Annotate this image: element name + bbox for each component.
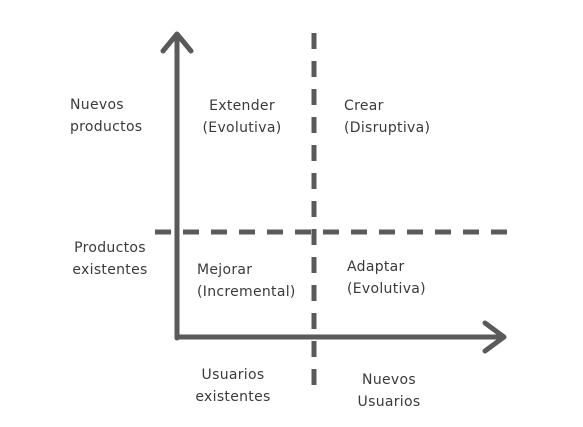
y-axis-arrowhead xyxy=(160,31,194,54)
quadrant-bottom-right-title: Adaptar xyxy=(347,259,405,275)
quadrant-top-left-subtitle: (Evolutiva) xyxy=(202,120,282,136)
y-label-new-products-line1: Nuevos xyxy=(70,97,124,113)
quadrant-bottom-left-subtitle: (Incremental) xyxy=(197,284,296,300)
quadrant-top-left-title: Extender xyxy=(209,98,275,114)
y-label-existing-products: Productos existentes xyxy=(70,237,150,281)
quadrant-top-right-title: Crear xyxy=(344,98,384,114)
quadrant-top-right: Crear (Disruptiva) xyxy=(344,95,430,139)
x-label-existing-users-line1: Usuarios xyxy=(201,367,265,383)
x-axis-arrowhead xyxy=(482,320,507,354)
x-label-existing-users-line2: existentes xyxy=(195,389,271,405)
y-label-new-products-line2: productos xyxy=(70,119,143,135)
quadrant-bottom-left: Mejorar (Incremental) xyxy=(197,259,296,303)
x-label-new-users-line2: Usuarios xyxy=(357,394,421,410)
x-label-existing-users: Usuarios existentes xyxy=(188,364,278,408)
quadrant-bottom-right: Adaptar (Evolutiva) xyxy=(347,256,426,300)
x-label-new-users: Nuevos Usuarios xyxy=(344,369,434,413)
y-label-existing-products-line1: Productos xyxy=(74,240,146,256)
quadrant-top-left: Extender (Evolutiva) xyxy=(192,95,292,139)
quadrant-bottom-left-title: Mejorar xyxy=(197,262,253,278)
y-label-existing-products-line2: existentes xyxy=(72,262,148,278)
x-label-new-users-line1: Nuevos xyxy=(362,372,416,388)
quadrant-bottom-right-subtitle: (Evolutiva) xyxy=(347,281,426,297)
y-label-new-products: Nuevos productos xyxy=(70,94,142,138)
quadrant-top-right-subtitle: (Disruptiva) xyxy=(344,120,431,136)
